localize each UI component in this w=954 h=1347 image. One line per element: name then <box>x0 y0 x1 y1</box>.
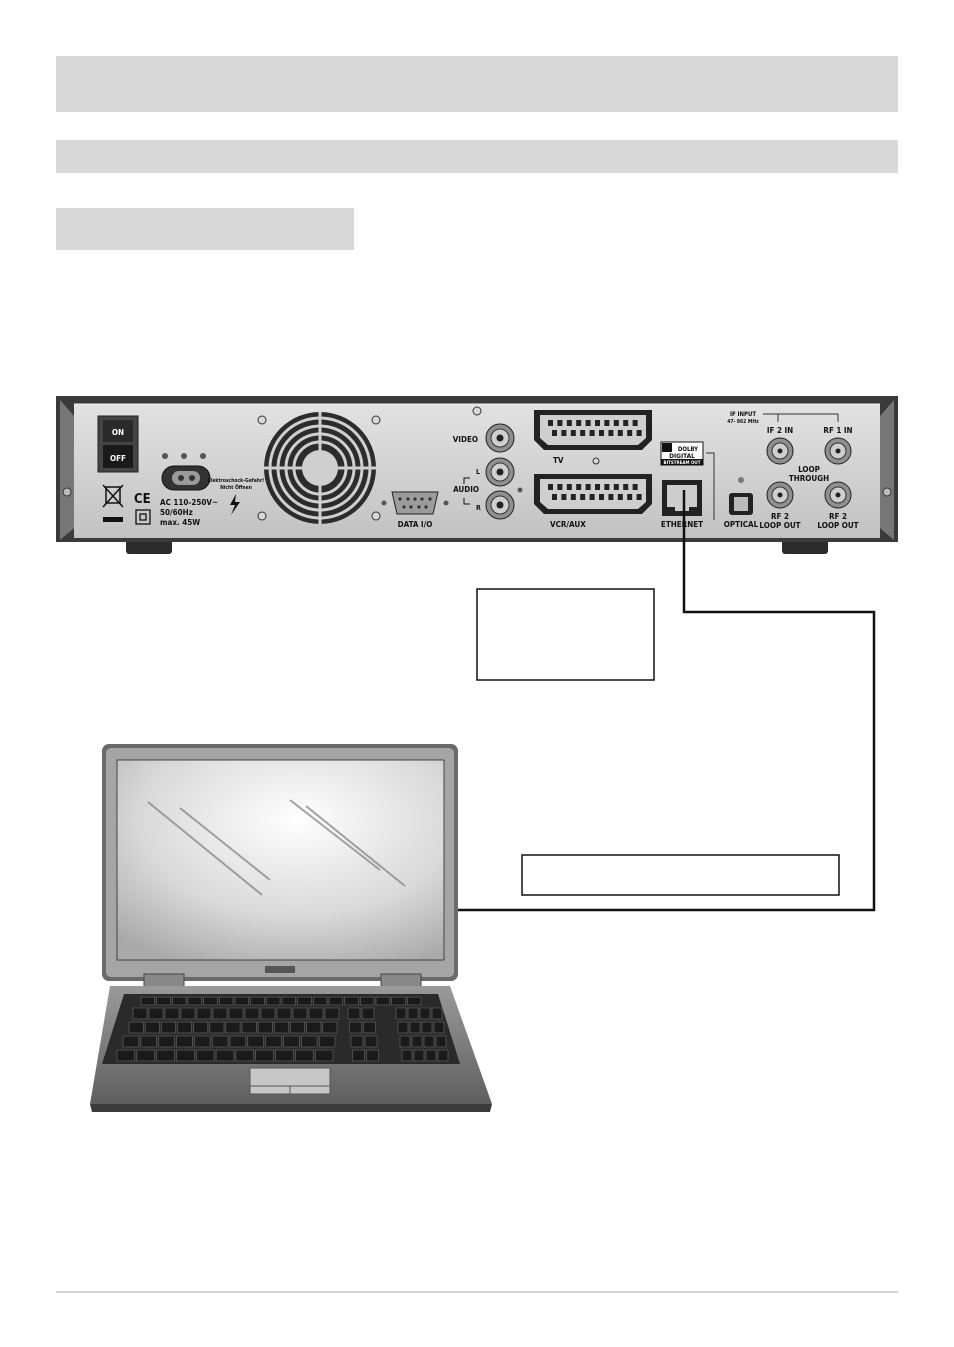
warning-text-line1: Elektroschock-Gefahr! <box>208 478 265 484</box>
power-off-label: OFF <box>110 454 126 463</box>
receiver-foot-right <box>782 540 828 554</box>
weee-bin-icon <box>102 484 124 522</box>
double-insulation-icon <box>135 509 151 525</box>
audio-r-label: R <box>476 504 481 512</box>
fan-grille <box>264 412 376 524</box>
receiver-foot-left <box>126 540 172 554</box>
optical-label: OPTICAL <box>724 520 759 529</box>
rf2-loop-out-a-connector[interactable] <box>766 481 794 509</box>
ethernet-cable <box>458 490 876 912</box>
rf2-loop-out-b-line2: LOOP OUT <box>817 521 858 530</box>
data-io-label: DATA I/O <box>398 520 433 529</box>
if-input-label-line1: IF INPUT <box>730 411 756 418</box>
ce-mark: CE <box>134 492 151 507</box>
lightning-icon <box>230 494 240 515</box>
power-socket <box>161 453 211 491</box>
if-input-label-line2: 47- 862 MHz <box>727 419 759 425</box>
rf2-loop-out-b-connector[interactable] <box>824 481 852 509</box>
dolby-digital-logo: DOLBY DIGITAL BITSTREAM OUT <box>660 441 704 466</box>
svg-text:DOLBY: DOLBY <box>678 446 698 453</box>
audio-l-rca-jack[interactable] <box>485 457 515 487</box>
loop-through-label-line2: THROUGH <box>789 474 829 483</box>
svg-text:BITSTREAM OUT: BITSTREAM OUT <box>664 460 701 466</box>
if2-in-connector[interactable] <box>766 437 794 465</box>
svg-text:DIGITAL: DIGITAL <box>669 452 695 460</box>
audio-r-rca-jack[interactable] <box>485 490 515 520</box>
rf1-in-connector[interactable] <box>824 437 852 465</box>
ac-rating-line3: max. 45W <box>160 518 200 527</box>
receiver-rear-panel: ON OFF Elektroschock-Gefahr! Nicht Öffne… <box>56 396 898 554</box>
power-switch[interactable]: ON OFF <box>97 415 139 473</box>
rf2-loop-out-a-line2: LOOP OUT <box>759 521 800 530</box>
rf1-in-label: RF 1 IN <box>823 426 852 435</box>
optical-port[interactable] <box>729 493 753 515</box>
scart-vcr-label: VCR/AUX <box>550 520 586 529</box>
subtitle-bar <box>56 140 898 173</box>
scart-vcr-port[interactable] <box>534 474 652 514</box>
ac-rating-line1: AC 110-250V~ <box>160 498 218 507</box>
video-rca-jack[interactable] <box>485 423 515 453</box>
scart-tv-port[interactable] <box>534 410 652 450</box>
video-label: VIDEO <box>453 435 478 444</box>
data-io-port[interactable] <box>381 491 449 515</box>
laptop-screen <box>116 759 445 961</box>
audio-label: AUDIO <box>453 485 479 494</box>
if2-in-label: IF 2 IN <box>767 426 793 435</box>
callout-box-upper <box>476 588 655 681</box>
ethernet-label: ETHERNET <box>661 520 703 529</box>
ac-rating-line2: 50/60Hz <box>160 508 193 517</box>
footer-rule <box>56 1291 898 1293</box>
audio-l-label: L <box>476 468 480 476</box>
laptop <box>90 744 492 1112</box>
ethernet-port[interactable] <box>662 480 702 516</box>
title-bar <box>56 56 898 112</box>
power-on-label: ON <box>112 428 124 437</box>
callout-box-lower <box>521 854 840 896</box>
warning-text-line2: Nicht Öffnen <box>220 484 252 491</box>
scart-tv-label: TV <box>553 456 564 465</box>
rf2-loop-out-b-line1: RF 2 <box>829 512 847 521</box>
section-heading-bar <box>56 208 354 250</box>
loop-through-label-line1: LOOP <box>798 465 820 474</box>
screws <box>257 406 600 521</box>
rf2-loop-out-a-line1: RF 2 <box>771 512 789 521</box>
